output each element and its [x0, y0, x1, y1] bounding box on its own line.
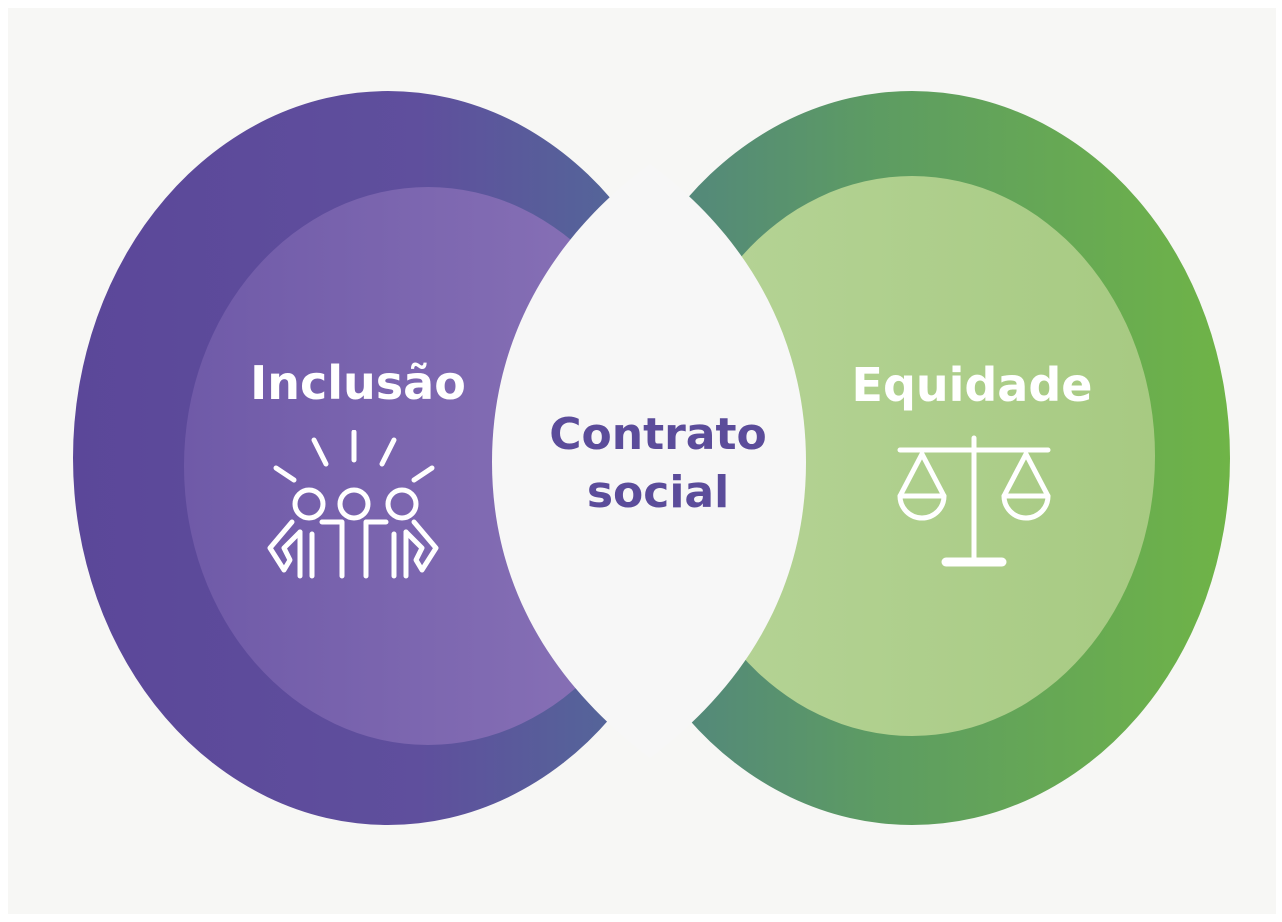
right-circle-title: Equidade	[851, 358, 1093, 412]
left-circle-title: Inclusão	[250, 356, 466, 410]
intersection-title-line2: social	[586, 467, 730, 518]
venn-shapes	[73, 91, 1230, 825]
venn-diagram: Inclusão Equidade Contrato social	[8, 8, 1276, 914]
intersection-title: Contrato social	[518, 406, 798, 522]
intersection-lens	[492, 164, 806, 758]
right-inner-circle	[669, 176, 1155, 736]
balance-scale-icon	[897, 435, 1051, 567]
people-group-icon	[267, 430, 439, 579]
intersection-title-line1: Contrato	[549, 409, 767, 460]
